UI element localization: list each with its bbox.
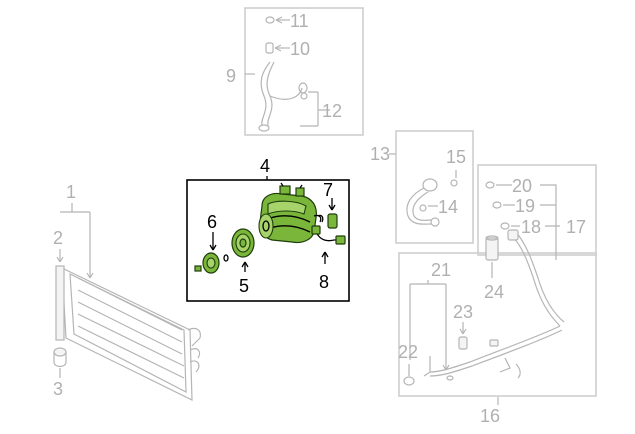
part-12-o-ring[interactable] xyxy=(300,91,330,127)
callout-6[interactable]: 6 xyxy=(207,212,217,232)
group-box-hose-assembly: 11 10 9 12 xyxy=(226,7,364,136)
part-15-o-ring[interactable] xyxy=(450,170,458,187)
callout-8[interactable]: 8 xyxy=(319,272,329,292)
group-frame-9 xyxy=(244,7,364,136)
callout-23[interactable]: 23 xyxy=(453,302,473,322)
part-7-pressure-switch[interactable] xyxy=(317,198,338,229)
part-10-valve[interactable] xyxy=(265,42,290,54)
part-13-suction-hose[interactable] xyxy=(406,178,440,227)
callout-10[interactable]: 10 xyxy=(290,39,310,59)
group-frame-4 xyxy=(186,179,350,302)
group-box-suction-hose: 13 15 14 xyxy=(370,130,474,244)
group-box-compressor: 4 5 xyxy=(186,156,350,302)
callout-16[interactable]: 16 xyxy=(480,406,500,426)
callout-18[interactable]: 18 xyxy=(521,217,541,237)
callout-2[interactable]: 2 xyxy=(53,228,63,248)
callout-20[interactable]: 20 xyxy=(512,176,532,196)
callout-13[interactable]: 13 xyxy=(370,144,390,164)
part-11-o-ring[interactable] xyxy=(265,16,290,24)
callout-12[interactable]: 12 xyxy=(322,101,342,121)
part-14-o-ring[interactable] xyxy=(419,204,438,212)
callout-4[interactable]: 4 xyxy=(260,156,270,176)
callout-1[interactable]: 1 xyxy=(66,182,76,202)
part-16-liquid-line[interactable] xyxy=(423,229,565,381)
part-9-discharge-hose[interactable] xyxy=(245,61,308,132)
callout-14[interactable]: 14 xyxy=(438,197,458,217)
callout-9[interactable]: 9 xyxy=(226,66,236,86)
callout-7[interactable]: 7 xyxy=(323,180,333,200)
part-23-pressure-sensor[interactable] xyxy=(458,322,468,350)
callout-22[interactable]: 22 xyxy=(398,342,418,362)
group-condenser: 1 2 3 xyxy=(53,182,201,401)
part-19-o-ring[interactable] xyxy=(492,201,515,209)
group-frame-13 xyxy=(395,130,474,244)
part-20-o-ring[interactable] xyxy=(485,181,512,189)
callout-5[interactable]: 5 xyxy=(239,276,249,296)
part-4-compressor[interactable] xyxy=(258,182,322,244)
callout-17[interactable]: 17 xyxy=(566,217,586,237)
callout-24[interactable]: 24 xyxy=(484,282,504,302)
callout-19[interactable]: 19 xyxy=(515,196,535,216)
group-frame-16 xyxy=(398,252,597,397)
part-5-clutch-pulley[interactable] xyxy=(231,228,255,272)
part-1-condenser[interactable] xyxy=(55,265,201,401)
part-18-o-ring[interactable] xyxy=(500,222,520,230)
callout-21[interactable]: 21 xyxy=(431,260,451,280)
part-6-clutch-hub[interactable] xyxy=(194,232,229,274)
part-3-mount-bushing[interactable] xyxy=(53,347,67,378)
callout-11[interactable]: 11 xyxy=(290,11,309,31)
group-box-liquid-line: 16 20 19 18 17 24 xyxy=(398,164,597,426)
callout-15[interactable]: 15 xyxy=(446,147,466,167)
part-8-wire-harness[interactable] xyxy=(311,225,346,264)
part-22-o-ring[interactable] xyxy=(403,364,415,386)
group-frame-17 xyxy=(477,164,597,256)
part-24-receiver-drier[interactable] xyxy=(485,235,499,278)
callout-3[interactable]: 3 xyxy=(53,379,63,399)
